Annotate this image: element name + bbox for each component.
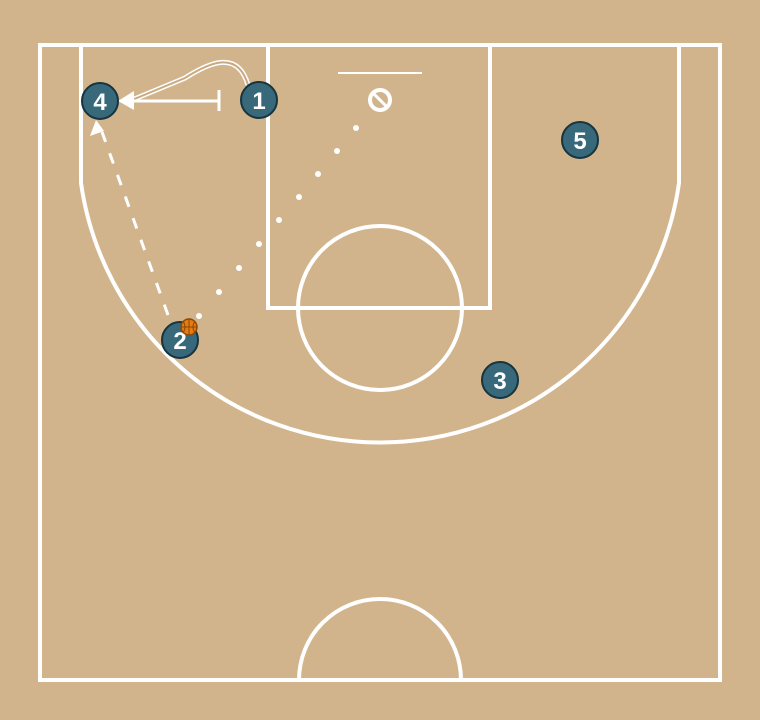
pass-dot [315,171,321,177]
dashed-arrow-icon [90,120,104,136]
basketball-icon[interactable] [180,318,198,336]
player-1-label: 1 [252,88,265,115]
pass-dot [334,148,340,154]
pass-dot [353,125,359,131]
player-4-label: 4 [93,89,107,116]
player-1-cut-path-shadow [131,61,249,101]
pass-dot [196,313,202,319]
dashed-cut-line [100,131,170,316]
player-1[interactable]: 1 [240,81,278,119]
player-3[interactable]: 3 [481,361,519,399]
play-actions [90,59,359,319]
center-circle [297,597,463,681]
player-4[interactable]: 4 [81,82,119,120]
pass-dotted-line [196,125,359,319]
player-5-marker[interactable] [561,121,599,159]
court-lines [38,43,722,682]
player-5-label: 5 [573,128,586,155]
player-5[interactable]: 5 [561,121,599,159]
pass-dot [256,241,262,247]
free-throw-circle [296,224,464,392]
arrow-icon [118,91,134,110]
player-3-label: 3 [493,368,506,395]
pass-dot [296,194,302,200]
player-4-marker[interactable] [81,82,119,120]
basket-icon [368,88,392,112]
player-1-marker[interactable] [240,81,278,119]
three-point-line [79,45,681,445]
pass-dot [216,289,222,295]
basket-net-line [371,91,389,109]
player-3-marker[interactable] [481,361,519,399]
player-2-label: 2 [173,328,186,355]
pass-dot [276,217,282,223]
players: 1 2 3 4 5 [81,81,599,399]
ball-seam [182,320,196,334]
pass-dot [236,265,242,271]
paint-area [266,43,492,310]
